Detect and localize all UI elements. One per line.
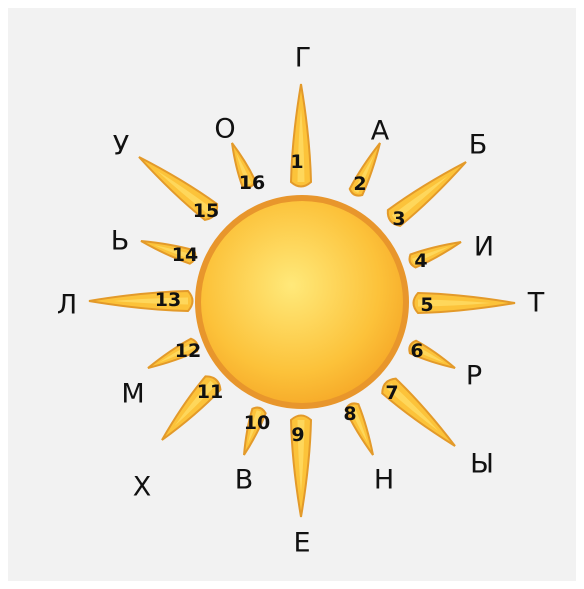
ray-number-10: 10 xyxy=(244,412,270,434)
ray-number-7: 7 xyxy=(385,382,398,404)
ray-number-11: 11 xyxy=(197,381,223,403)
ray-number-12: 12 xyxy=(175,340,201,362)
ray-number-3: 3 xyxy=(392,208,405,230)
ray-number-2: 2 xyxy=(353,173,366,195)
ray-letter-16: О xyxy=(214,114,235,145)
ray-letter-15: У xyxy=(113,131,129,162)
ray-number-13: 13 xyxy=(155,289,181,311)
ray-letter-7: Ы xyxy=(470,449,494,480)
ray-number-4: 4 xyxy=(414,250,427,272)
ray-letter-2: А xyxy=(371,116,390,147)
sun-body xyxy=(198,198,406,406)
ray-letter-11: Х xyxy=(133,472,152,503)
ray-number-1: 1 xyxy=(290,151,303,173)
ray-number-8: 8 xyxy=(343,403,356,425)
ray-letter-5: Т xyxy=(527,288,545,319)
ray-letter-4: И xyxy=(474,232,494,263)
ray-letter-13: Л xyxy=(57,290,77,321)
ray-letter-1: Г xyxy=(295,43,311,74)
ray-number-14: 14 xyxy=(172,244,198,266)
ray-letter-3: Б xyxy=(469,130,488,161)
ray-number-16: 16 xyxy=(239,172,265,194)
ray-letter-14: Ь xyxy=(111,226,130,257)
ray-letter-6: Р xyxy=(466,361,482,392)
ray-number-5: 5 xyxy=(420,294,433,316)
ray-number-6: 6 xyxy=(410,340,423,362)
ray-letter-12: М xyxy=(121,379,144,410)
ray-number-15: 15 xyxy=(193,200,219,222)
ray-letter-10: В xyxy=(235,465,254,496)
ray-number-9: 9 xyxy=(291,424,304,446)
ray-letter-8: Н xyxy=(374,465,394,496)
ray-letter-9: Е xyxy=(293,528,310,559)
